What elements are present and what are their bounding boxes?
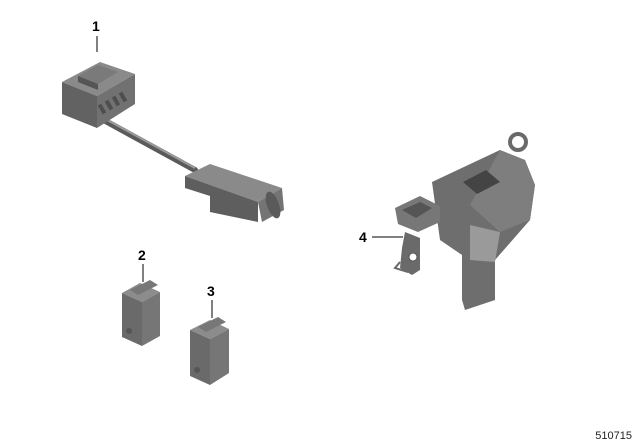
callout-4: 4 xyxy=(359,229,367,245)
callout-3: 3 xyxy=(207,283,215,299)
part-3-connector-block[interactable] xyxy=(190,317,229,385)
part-2-connector-block[interactable] xyxy=(122,280,160,346)
part-1-connector-cable[interactable] xyxy=(62,62,284,222)
diagram-id-label: 510715 xyxy=(595,430,632,442)
callout-1: 1 xyxy=(92,18,100,34)
part-4-bracket[interactable] xyxy=(393,132,535,310)
callout-2: 2 xyxy=(138,247,146,263)
